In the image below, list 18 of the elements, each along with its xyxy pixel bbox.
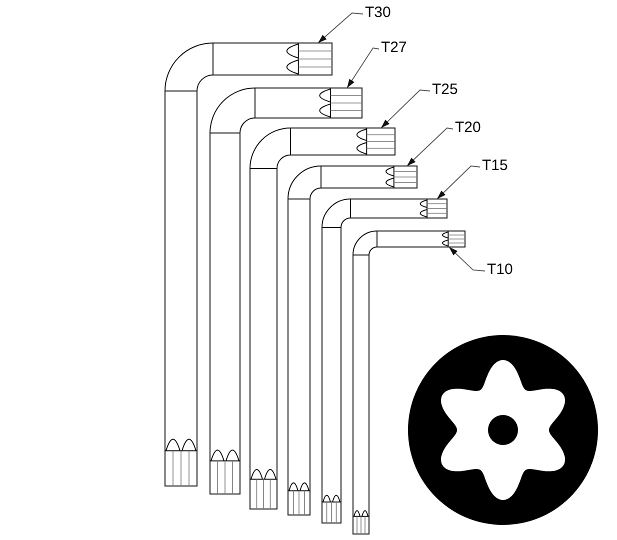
torx-tip	[330, 88, 362, 118]
torx-tip	[448, 230, 466, 248]
torx-tip	[298, 42, 332, 76]
torx-tip	[426, 198, 448, 218]
size-label: T27	[381, 40, 407, 56]
leader-line	[380, 90, 430, 128]
torx-tip	[393, 166, 418, 188]
leader-line	[448, 246, 486, 272]
size-label: T10	[487, 262, 513, 278]
torx-tip	[366, 128, 396, 156]
size-label: T30	[365, 5, 391, 21]
leader-line	[318, 12, 364, 44]
size-label: T15	[482, 158, 508, 174]
leader-line	[346, 48, 380, 88]
size-label: T25	[432, 82, 458, 98]
size-label: T20	[455, 120, 481, 136]
leader-line	[406, 128, 454, 166]
leader-line	[436, 166, 480, 200]
